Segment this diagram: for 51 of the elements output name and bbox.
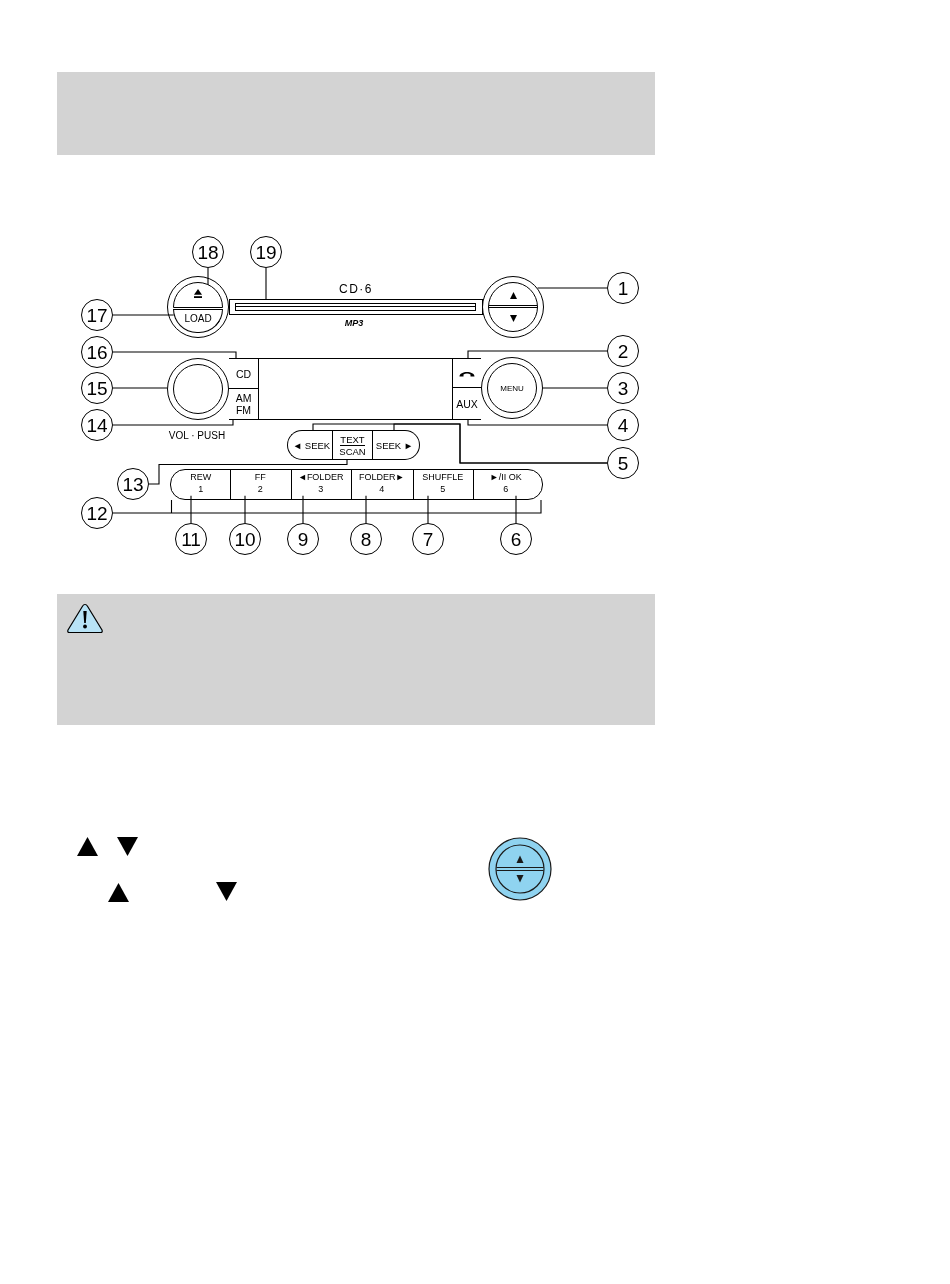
callout-number: 5 [607, 447, 639, 479]
leader-line [265, 267, 267, 300]
knob-caption: VOL · PUSH [168, 429, 226, 441]
callout-number: 9 [287, 523, 319, 555]
leader-line [467, 419, 608, 426]
callout-number: 13 [117, 468, 149, 500]
callout-number: 12 [81, 497, 113, 529]
preset-label: SHUFFLE 5 [414, 469, 471, 496]
callout-number: 16 [81, 336, 113, 368]
preset-label: ◄FOLDER 3 [292, 469, 349, 496]
preset-label: REW 1 [173, 469, 228, 496]
callout-number: 8 [350, 523, 382, 555]
phone-button [453, 358, 481, 388]
callout-number: 1 [607, 272, 639, 304]
text-scan-button: TEXT SCAN [332, 430, 373, 460]
leader-line [112, 314, 175, 316]
eject-button [173, 282, 223, 308]
preset-label: FF 2 [232, 469, 288, 496]
faceplate-label: CD·6 [339, 283, 373, 297]
callout-number: 11 [175, 523, 207, 555]
leader-line [112, 419, 234, 426]
leader-line [112, 499, 542, 514]
leader-line [148, 459, 348, 485]
callout-number: 15 [81, 372, 113, 404]
callout-number: 19 [250, 236, 282, 268]
am-fm-button: AM FM [229, 389, 258, 420]
cd-button: CD [229, 358, 258, 389]
callout-number: 10 [229, 523, 261, 555]
callout-number: 18 [192, 236, 224, 268]
callout-number: 6 [500, 523, 532, 555]
callout-number: 7 [412, 523, 444, 555]
aux-button: AUX [453, 388, 481, 420]
leader-line [536, 287, 608, 289]
leader-line [112, 387, 168, 389]
callout-number: 14 [81, 409, 113, 441]
preset-button-bar [170, 469, 543, 500]
callout-number: 2 [607, 335, 639, 367]
leader-line [112, 351, 237, 359]
leader-line [542, 387, 608, 389]
callout-number: 3 [607, 372, 639, 404]
faceplate-label: MP3 [344, 319, 364, 329]
display-screen [258, 358, 453, 420]
preset-label: FOLDER► 4 [352, 469, 411, 496]
leader-line [467, 350, 608, 359]
callout-number: 17 [81, 299, 113, 331]
load-button: LOAD [173, 309, 223, 333]
leader-line [207, 267, 209, 286]
callout-number: 4 [607, 409, 639, 441]
cd-slot [229, 299, 483, 315]
preset-label: ►/II OK 6 [474, 469, 537, 496]
leader-line [393, 423, 608, 464]
